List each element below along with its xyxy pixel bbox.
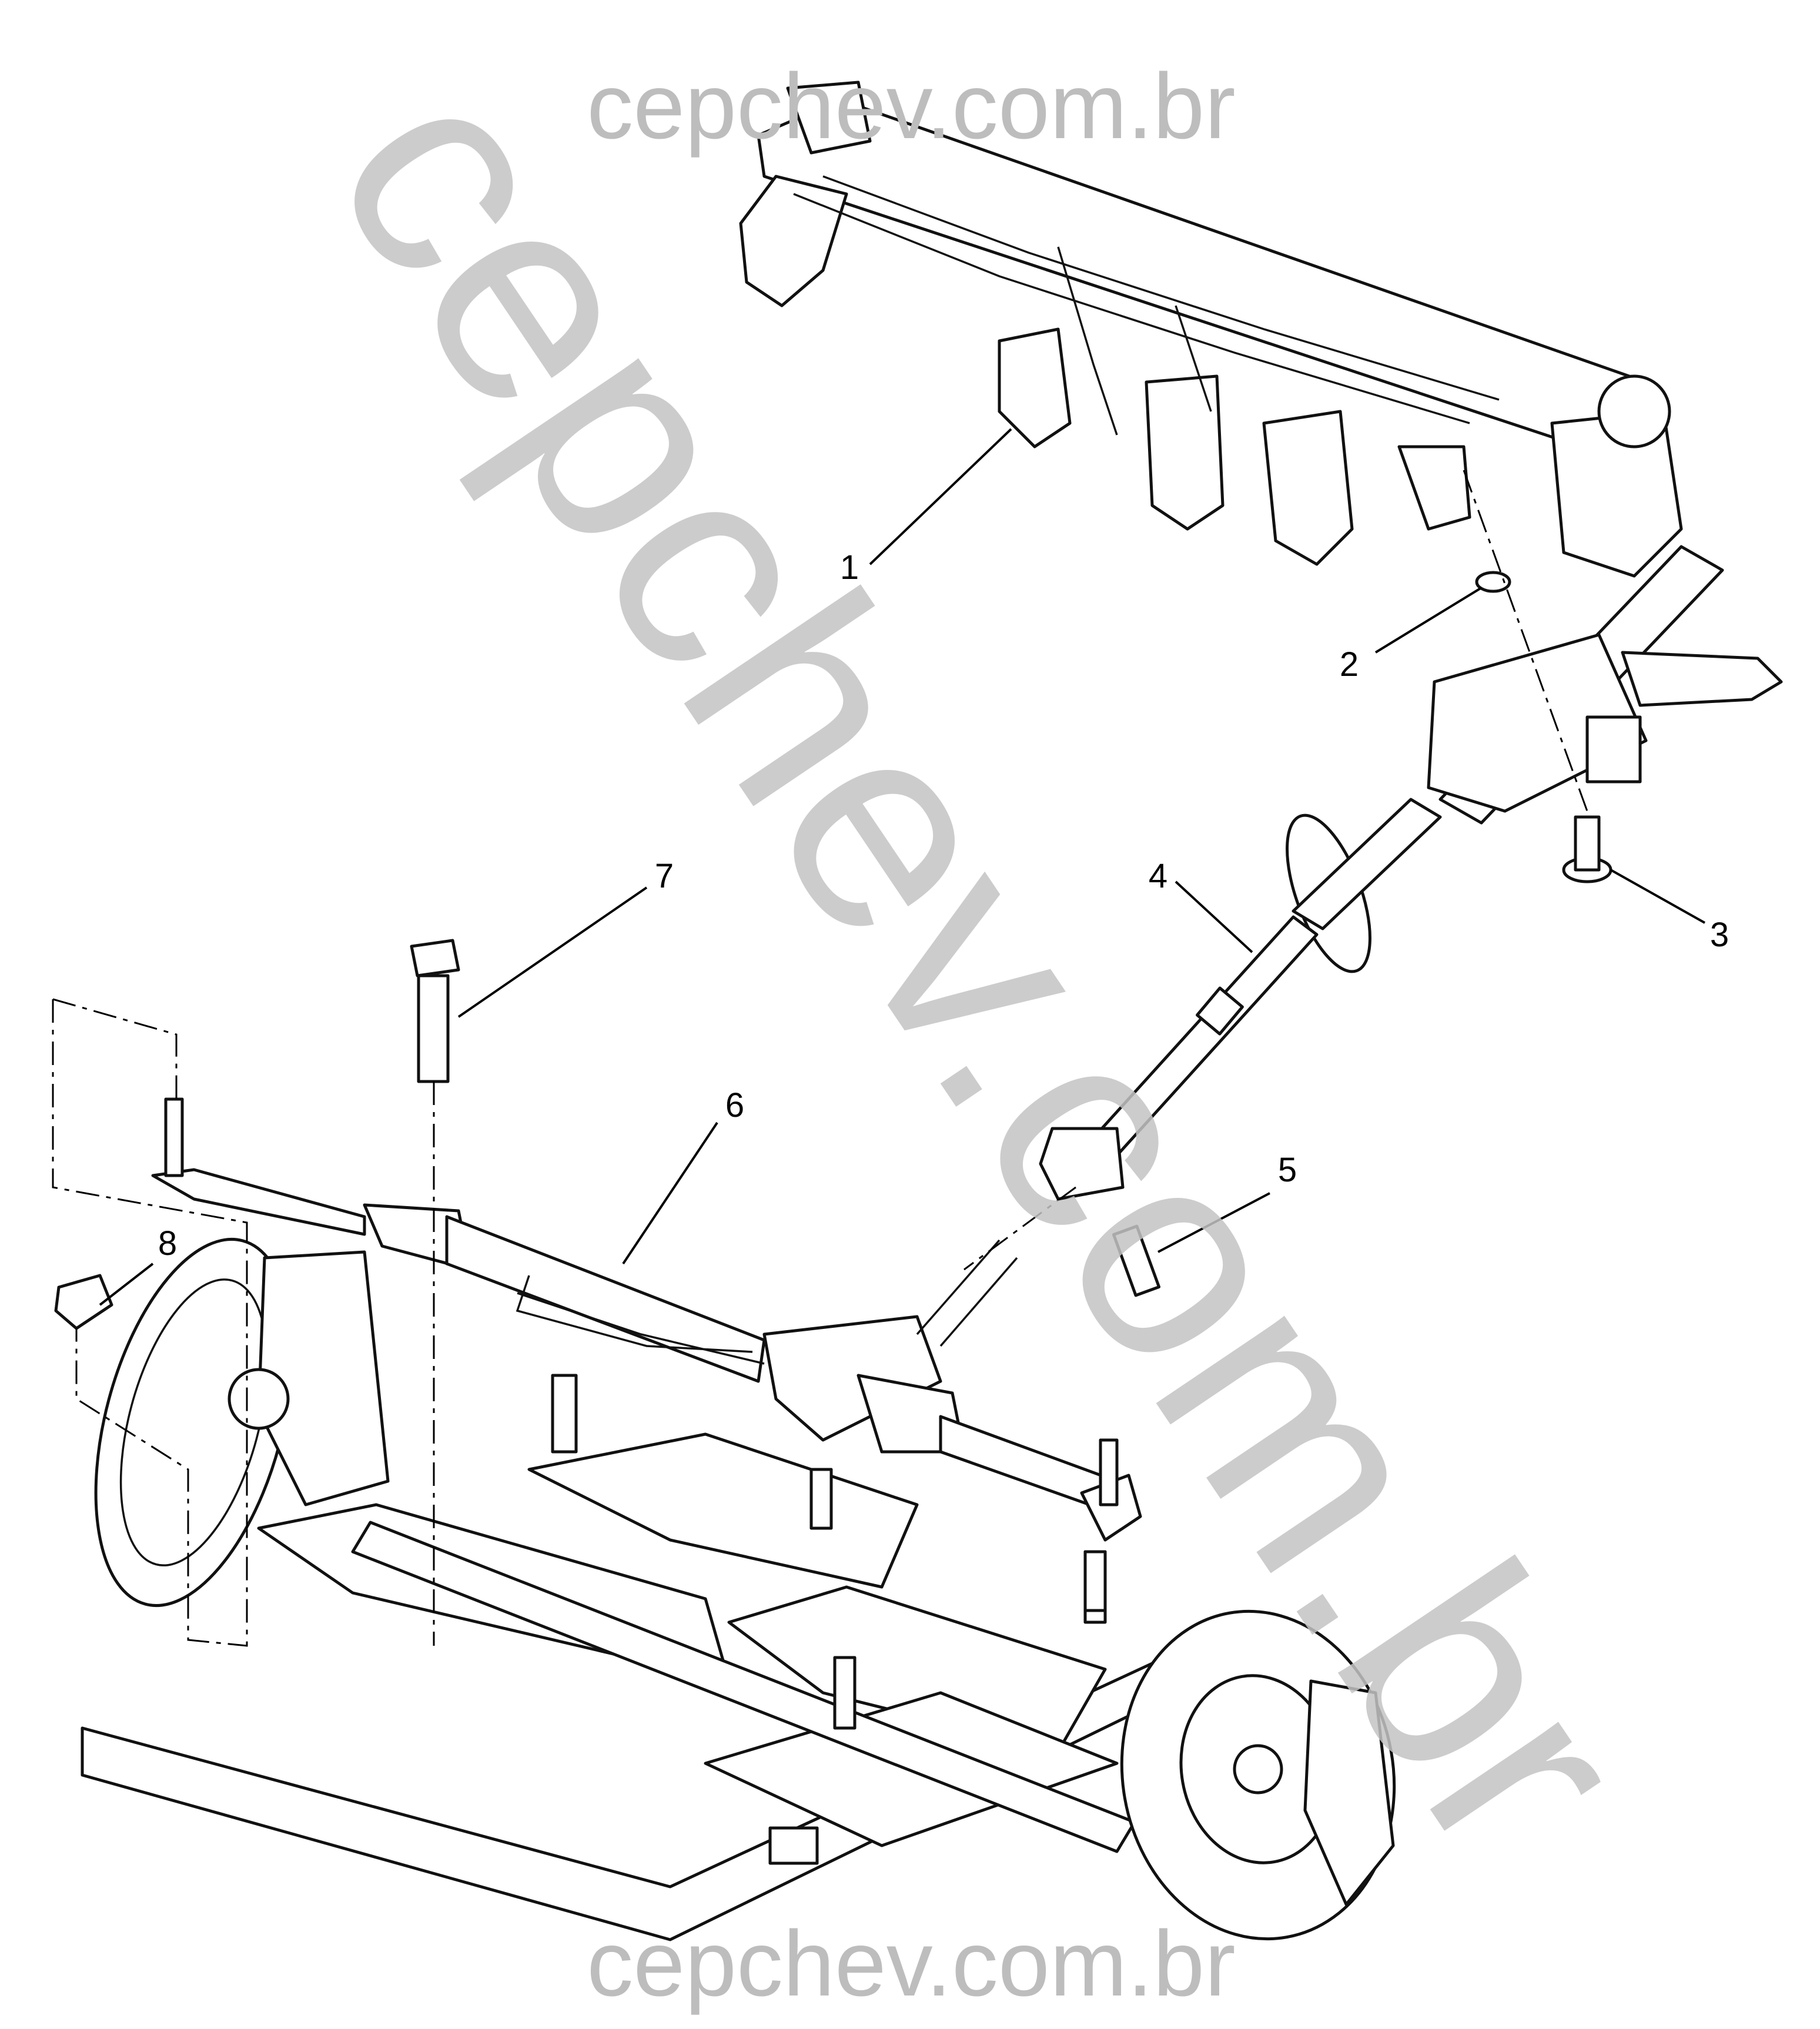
left-brake-assembly (94, 1237, 390, 1608)
callout-3: 3 (1710, 916, 1729, 954)
watermark-bottom: cepchev.com.br (587, 1912, 1236, 2015)
nut-8 (54, 1274, 113, 1330)
steering-gear (151, 1097, 1142, 1542)
front-suspension-cradle (81, 1374, 1154, 1941)
callout-4: 4 (1149, 857, 1167, 895)
watermark-top: cepchev.com.br (587, 55, 1236, 158)
callout-7: 7 (655, 857, 674, 895)
callout-2: 2 (1340, 645, 1359, 684)
washer-2 (1475, 571, 1511, 593)
fasteners (54, 571, 1612, 1330)
bolt-7 (410, 939, 460, 1083)
callout-1: 1 (840, 548, 859, 587)
leader-lines (99, 428, 1705, 1306)
watermark-diagonal: cepchev.com.br (272, 23, 1694, 1910)
cross-car-beam (739, 81, 1683, 578)
callout-numbers: 1 2 3 4 5 6 7 8 (158, 548, 1729, 1263)
bolt-5 (1112, 1224, 1161, 1297)
right-brake-assembly (1083, 1550, 1396, 1941)
bolt-3 (1562, 815, 1612, 883)
assembly-alignment-lines (52, 470, 1588, 1647)
callout-6: 6 (725, 1086, 744, 1124)
callout-8: 8 (158, 1224, 177, 1263)
steering-column (1039, 545, 1783, 1201)
callout-5: 5 (1278, 1151, 1297, 1189)
